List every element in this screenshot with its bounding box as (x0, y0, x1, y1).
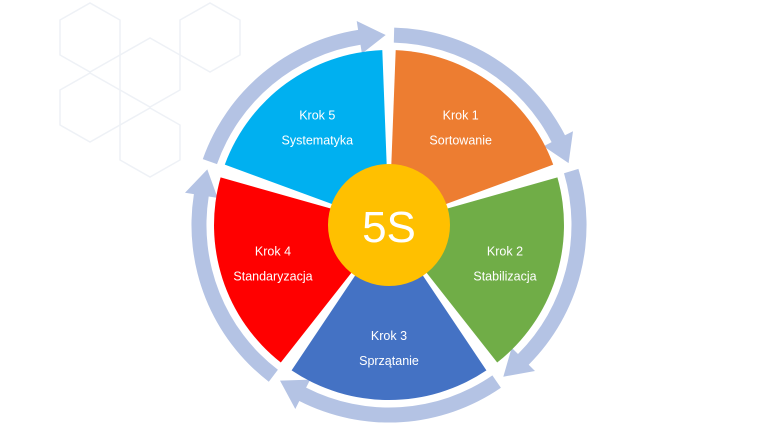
step-3-title: Krok 3 (371, 329, 407, 343)
step-1-title: Krok 1 (443, 108, 479, 122)
ring-arrow-2 (503, 168, 587, 377)
step-5-name: Systematyka (282, 133, 354, 147)
cycle-ring (185, 21, 587, 423)
background-hexagon-pattern (59, 2, 241, 178)
ring-arrow-5 (202, 21, 386, 165)
ring-arrow-1 (393, 27, 573, 164)
step-segments (214, 50, 564, 401)
step-2-name: Stabilizacja (473, 270, 536, 284)
step-4-name: Standaryzacja (233, 270, 312, 284)
center-circle (328, 164, 450, 286)
step-2-title: Krok 2 (487, 245, 523, 259)
step-5-title: Krok 5 (299, 108, 335, 122)
segment-step-3 (291, 225, 487, 401)
ring-arrow-3 (280, 375, 501, 423)
step-3-name: Sprzątanie (359, 354, 419, 368)
ring-arrow-4 (185, 169, 278, 382)
center-label: 5S (362, 203, 416, 252)
step-4-title: Krok 4 (255, 245, 291, 259)
step-1-name: Sortowanie (429, 133, 492, 147)
